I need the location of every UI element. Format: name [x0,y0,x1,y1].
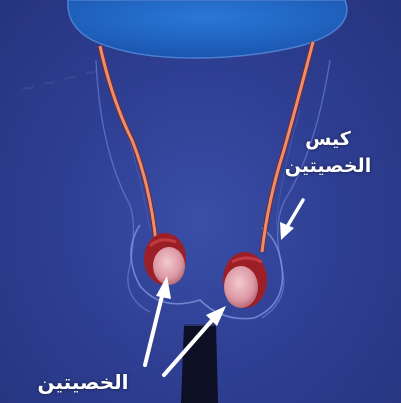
scrotum-label-line2: الخصيتين [272,153,384,180]
abdomen-shape [68,0,347,58]
left-contour [96,60,150,312]
left-testis [144,233,186,285]
arrow-scrotum [280,200,303,240]
right-testis [223,252,267,308]
arrow-left-testis [145,276,171,365]
scrotum-label-line1: كيس [272,126,384,153]
testes-label: الخصيتين [18,370,148,394]
scrotum-label: كيس الخصيتين [272,126,384,180]
